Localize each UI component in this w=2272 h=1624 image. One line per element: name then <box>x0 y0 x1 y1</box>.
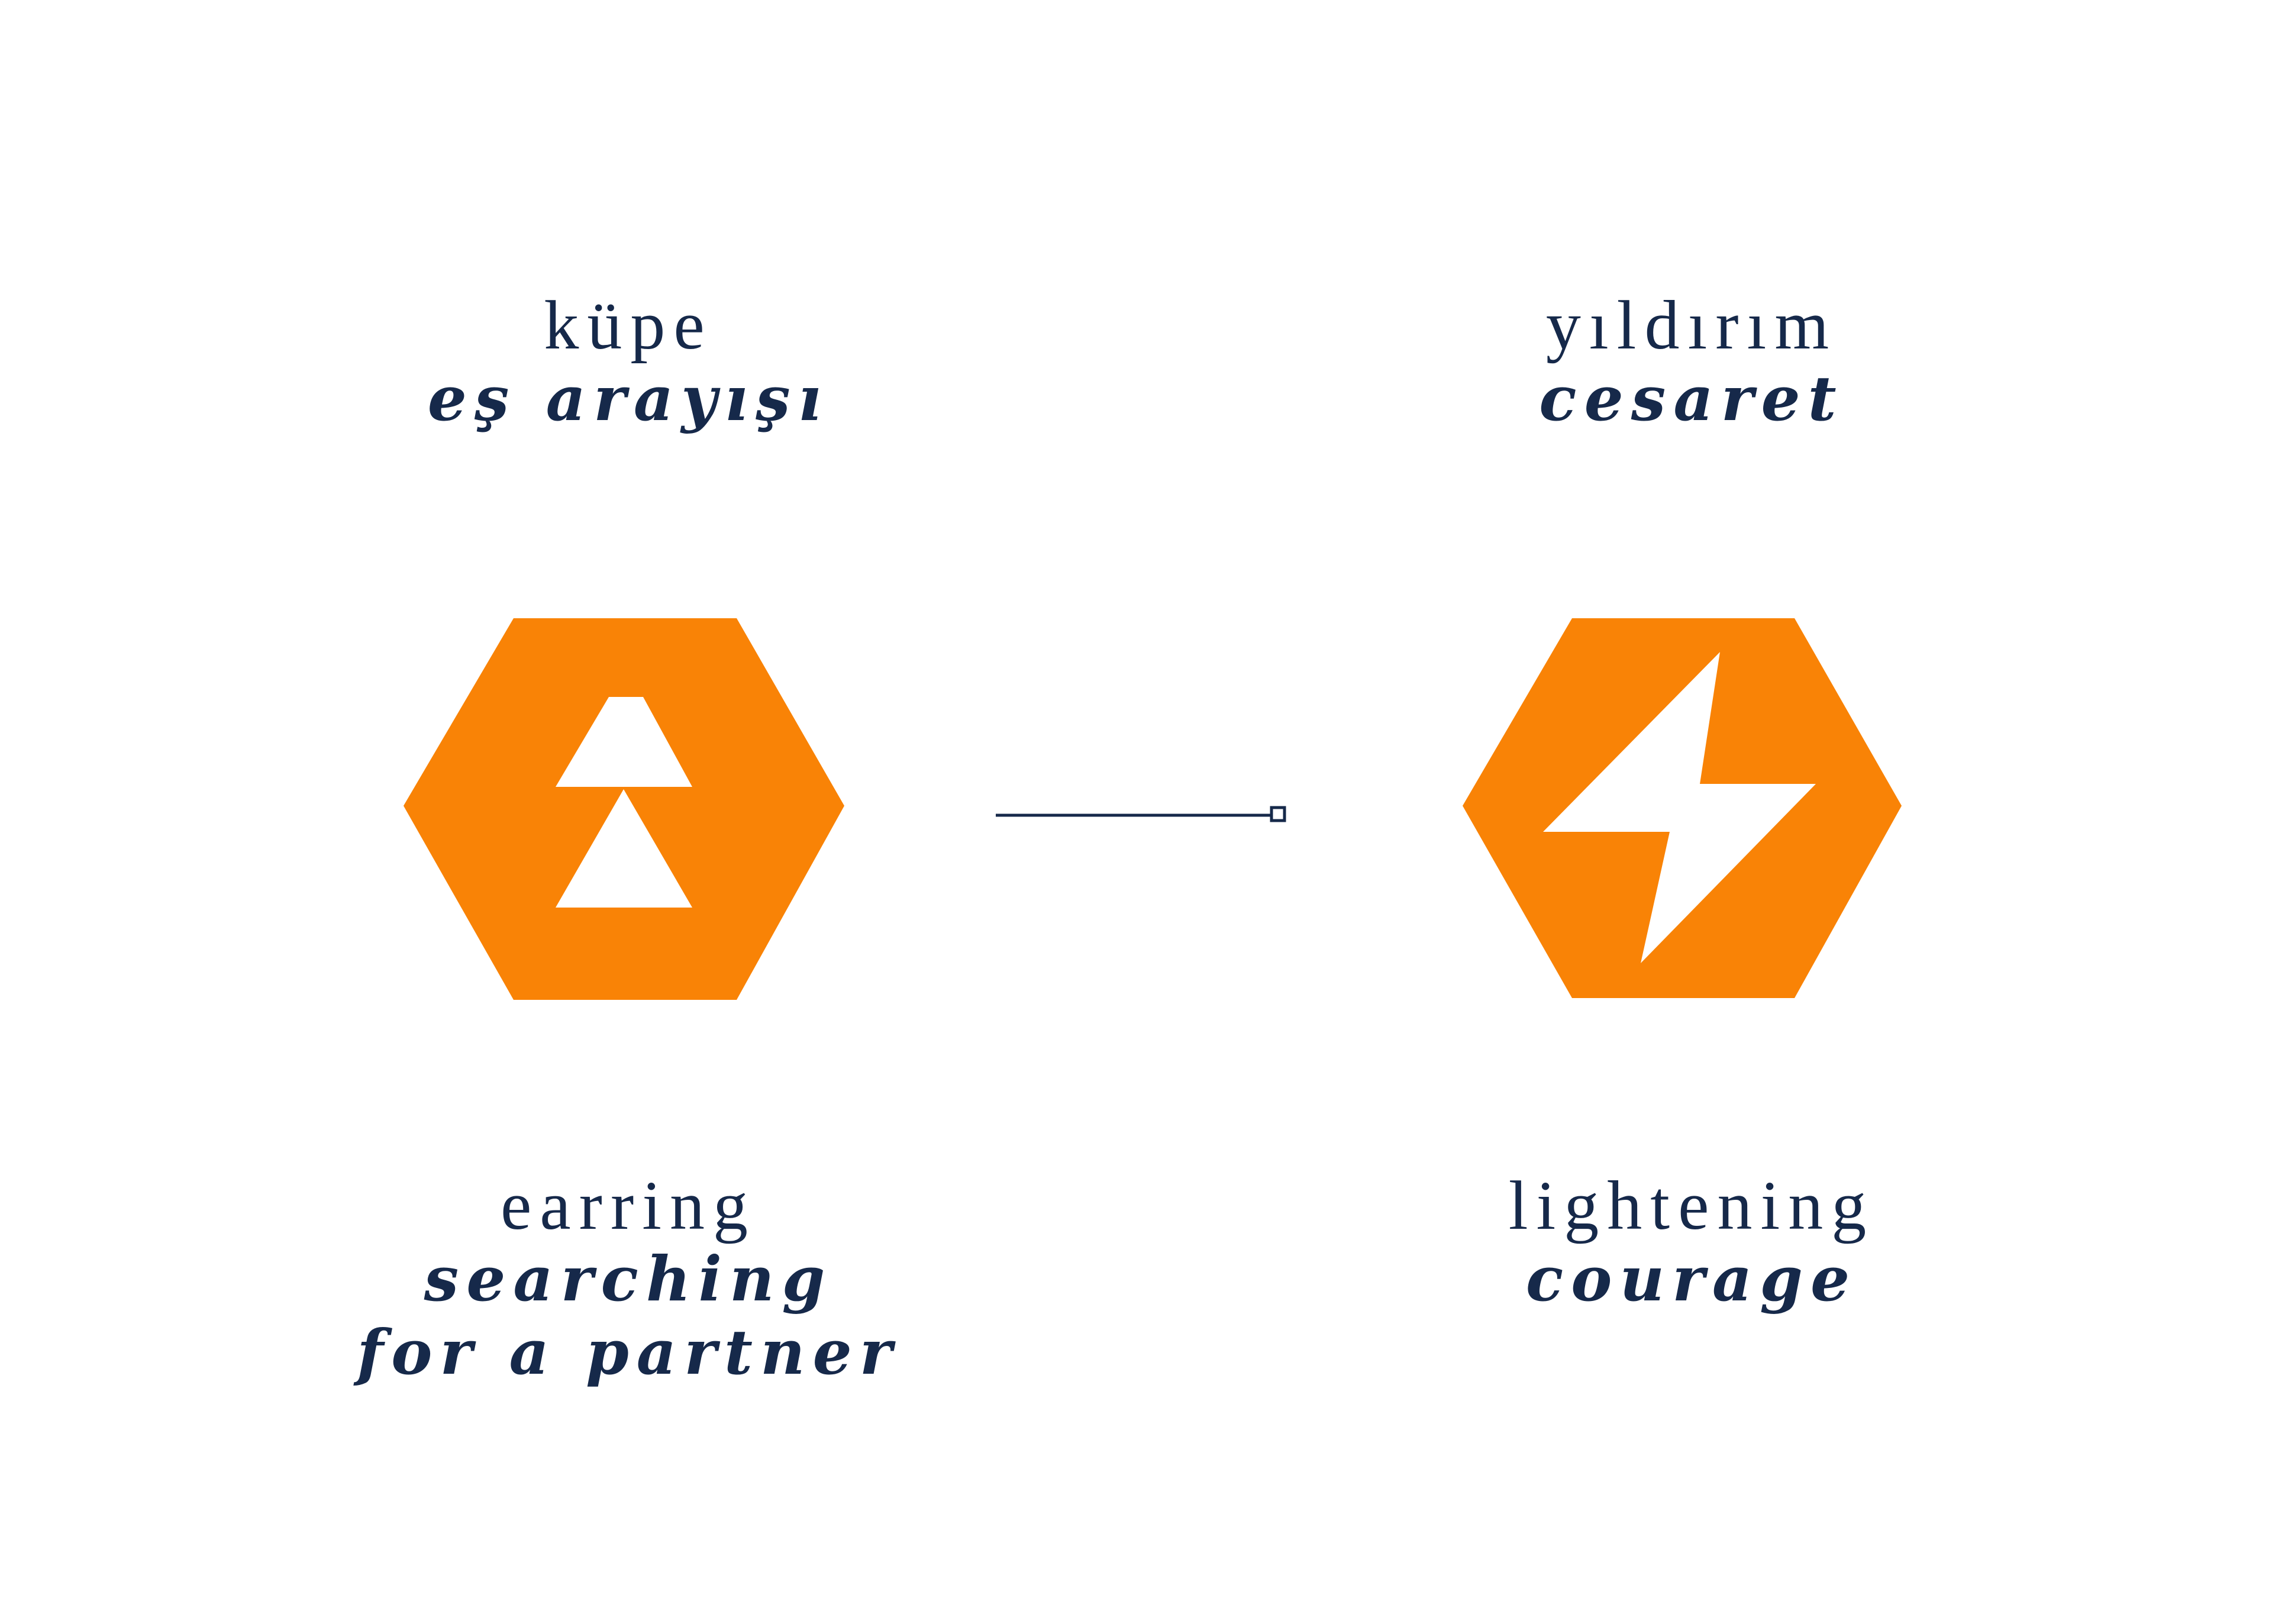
lightning-english-word: lightening <box>1508 1167 1875 1244</box>
lightning-icon <box>1463 618 1902 998</box>
earring-turkish-meaning: eş arayışı <box>427 362 830 435</box>
lightning-bolt <box>1543 652 1816 963</box>
lightning-turkish-meaning: cesaret <box>1539 362 1844 435</box>
earring-upper-triangle <box>556 697 692 787</box>
earring-turkish-word: küpe <box>544 286 713 364</box>
earring-turkish-label: küpe eş arayışı <box>273 289 983 435</box>
lightning-english-meaning: courage <box>1525 1242 1858 1315</box>
earring-english-meaning-line2: for a partner <box>357 1316 900 1389</box>
earring-english-label: earring searching for a partner <box>273 1169 983 1389</box>
earring-english-word: earring <box>500 1167 757 1244</box>
connector-handle <box>1270 806 1286 822</box>
lightning-turkish-label: yıldırım cesaret <box>1337 289 2047 435</box>
earring-icon <box>404 618 844 1000</box>
earring-lower-triangle <box>556 789 692 908</box>
connector-line <box>996 806 1286 822</box>
lightning-english-label: lightening courage <box>1337 1169 2047 1316</box>
earring-english-meaning-line1: searching <box>424 1242 833 1315</box>
lightning-turkish-word: yıldırım <box>1545 286 1838 364</box>
